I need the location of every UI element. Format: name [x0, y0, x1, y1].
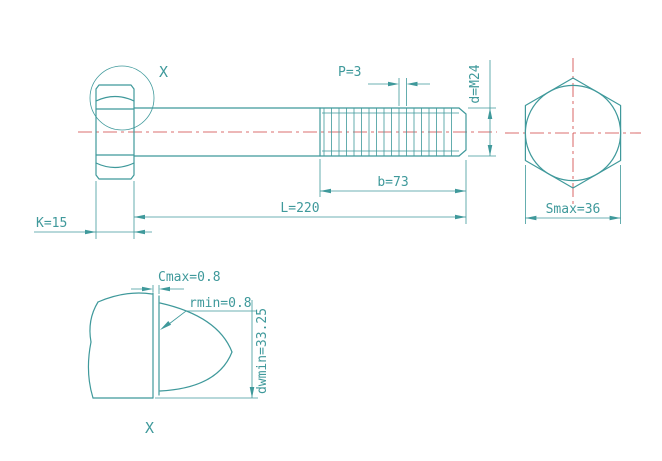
dim-head-height: K=15 [34, 181, 152, 239]
dim-thread-length: b=73 [319, 159, 467, 224]
across-flats-label: Smax=36 [546, 202, 601, 217]
dim-across-flats: Smax=36 [525, 165, 621, 224]
thread-diameter-label: d=M24 [468, 64, 483, 103]
washer-face-label: dwmin=33.25 [255, 308, 270, 394]
bolt-head-outline [95, 84, 135, 180]
chamfer-label: Cmax=0.8 [158, 270, 221, 285]
dim-washer-face: dwmin=33.25 [155, 300, 270, 399]
dim-thread-diameter: d=M24 [468, 60, 496, 157]
thread-length-label: b=73 [377, 175, 408, 190]
dim-chamfer: Cmax=0.8 [131, 270, 221, 294]
detail-callout-circle [89, 65, 155, 131]
hex-inscribed-circle [524, 84, 622, 182]
dim-fillet-radius: rmin=0.8 [160, 296, 256, 330]
fillet-radius-label: rmin=0.8 [189, 296, 252, 311]
bolt-thread-outline [319, 107, 467, 157]
hex-head-outline [524, 77, 622, 189]
detail-ref-label: X [159, 63, 168, 81]
pitch-label: P=3 [338, 65, 361, 80]
dim-pitch: P=3 [338, 65, 430, 106]
bolt-shank-outline [133, 107, 321, 157]
head-height-label: K=15 [36, 216, 67, 231]
end-view: Smax=36 [505, 58, 641, 224]
main-view: X P=3 d=M24 b=73 [34, 60, 497, 239]
detail-view: Cmax=0.8 rmin=0.8 dwmin=33.25 X [87, 270, 270, 437]
dim-total-length: L=220 [133, 181, 466, 239]
thread-crest-lines [323, 108, 452, 156]
detail-outline [87, 292, 233, 399]
detail-view-title: X [145, 419, 154, 437]
total-length-label: L=220 [280, 201, 319, 216]
